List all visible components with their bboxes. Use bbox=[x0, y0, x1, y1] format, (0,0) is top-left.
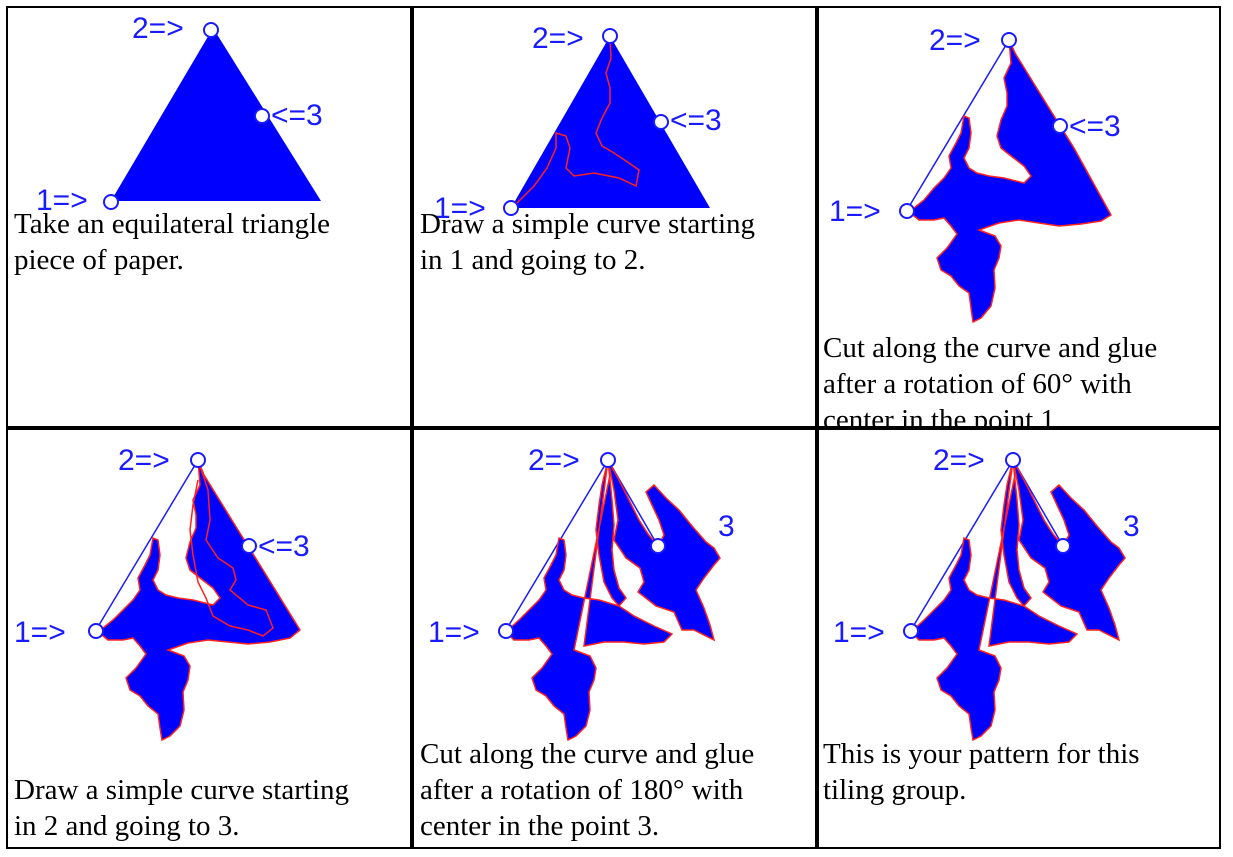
label-point-2: 2=> bbox=[132, 12, 184, 45]
point-1-marker bbox=[103, 194, 119, 210]
triangle-edge bbox=[95, 459, 199, 631]
glued-shape bbox=[96, 459, 301, 742]
point-2-marker bbox=[600, 452, 616, 468]
triangle-edge bbox=[505, 459, 609, 631]
step-4-figure: 2=> <=3 1=> bbox=[14, 444, 310, 742]
label-point-2: 2=> bbox=[929, 24, 981, 57]
point-3-marker bbox=[653, 114, 669, 130]
point-2-marker bbox=[1005, 452, 1021, 468]
triangle-edge bbox=[910, 459, 1014, 631]
point-3-marker bbox=[1055, 538, 1071, 554]
triangle-edge bbox=[906, 39, 1010, 211]
step-5-figure: 2=> 3 1=> bbox=[428, 444, 735, 742]
step-3-figure: 2=> <=3 1=> bbox=[829, 24, 1121, 324]
point-2-marker bbox=[203, 22, 219, 38]
point-3-marker bbox=[1052, 118, 1068, 134]
label-point-2: 2=> bbox=[532, 22, 584, 55]
point-3-marker bbox=[241, 538, 257, 554]
label-point-2: 2=> bbox=[118, 444, 170, 477]
label-point-1: 1=> bbox=[829, 195, 881, 228]
step-4-caption: Draw a simple curve starting in 2 and go… bbox=[14, 774, 350, 842]
point-2-marker bbox=[602, 28, 618, 44]
label-point-3: 3 bbox=[718, 510, 735, 543]
label-point-3: 3 bbox=[1123, 510, 1140, 543]
triangle bbox=[511, 36, 710, 208]
step-3-caption: Cut along the curve and glue after a rot… bbox=[823, 332, 1158, 428]
label-point-1: 1=> bbox=[428, 616, 480, 649]
label-point-1: 1=> bbox=[833, 616, 885, 649]
label-point-3: <=3 bbox=[271, 99, 323, 132]
point-1-marker bbox=[899, 203, 915, 219]
point-1-marker bbox=[498, 623, 514, 639]
label-point-3: <=3 bbox=[670, 104, 722, 137]
step-1-cell: 2=> <=3 1=> Take an equilateral triangle… bbox=[6, 6, 412, 428]
cut-curve bbox=[189, 459, 274, 637]
point-3-marker bbox=[650, 538, 666, 554]
steps-table: 2=> <=3 1=> Take an equilateral triangle… bbox=[6, 6, 1221, 849]
glued-shape bbox=[504, 459, 721, 742]
label-point-1: 1=> bbox=[14, 616, 66, 649]
step-3-cell: 2=> <=3 1=> Cut along the curve and glue… bbox=[817, 6, 1221, 428]
cut-curve bbox=[511, 35, 640, 209]
step-1-caption: Take an equilateral triangle piece of pa… bbox=[14, 208, 330, 276]
point-1-marker bbox=[503, 200, 519, 216]
label-point-2: 2=> bbox=[528, 444, 580, 477]
label-point-3: <=3 bbox=[1069, 110, 1121, 143]
label-point-2: 2=> bbox=[933, 444, 985, 477]
step-6-cell: 2=> 3 1=> This is your pattern for this … bbox=[817, 428, 1221, 849]
step-2-cell: 2=> <=3 1=> Draw a simple curve starting… bbox=[412, 6, 817, 428]
label-point-1: 1=> bbox=[434, 192, 486, 225]
point-2-marker bbox=[190, 452, 206, 468]
glued-shape bbox=[907, 39, 1113, 324]
step-6-figure: 2=> 3 1=> bbox=[833, 444, 1140, 742]
step-1-figure: 2=> <=3 1=> bbox=[36, 12, 323, 217]
step-6-caption: This is your pattern for this tiling gro… bbox=[823, 738, 1140, 806]
triangle bbox=[111, 28, 321, 201]
point-1-marker bbox=[88, 623, 104, 639]
step-5-cell: 2=> 3 1=> Cut along the curve and glue a… bbox=[412, 428, 817, 849]
step-2-figure: 2=> <=3 1=> bbox=[434, 22, 722, 225]
point-2-marker bbox=[1001, 32, 1017, 48]
label-point-1: 1=> bbox=[36, 184, 88, 217]
pattern-shape bbox=[909, 459, 1126, 742]
label-point-3: <=3 bbox=[258, 530, 310, 563]
step-5-caption: Cut along the curve and glue after a rot… bbox=[420, 738, 755, 842]
point-3-marker bbox=[254, 108, 270, 124]
step-2-caption: Draw a simple curve starting in 1 and go… bbox=[420, 208, 756, 276]
step-4-cell: 2=> <=3 1=> Draw a simple curve starting… bbox=[6, 428, 412, 849]
point-1-marker bbox=[903, 623, 919, 639]
